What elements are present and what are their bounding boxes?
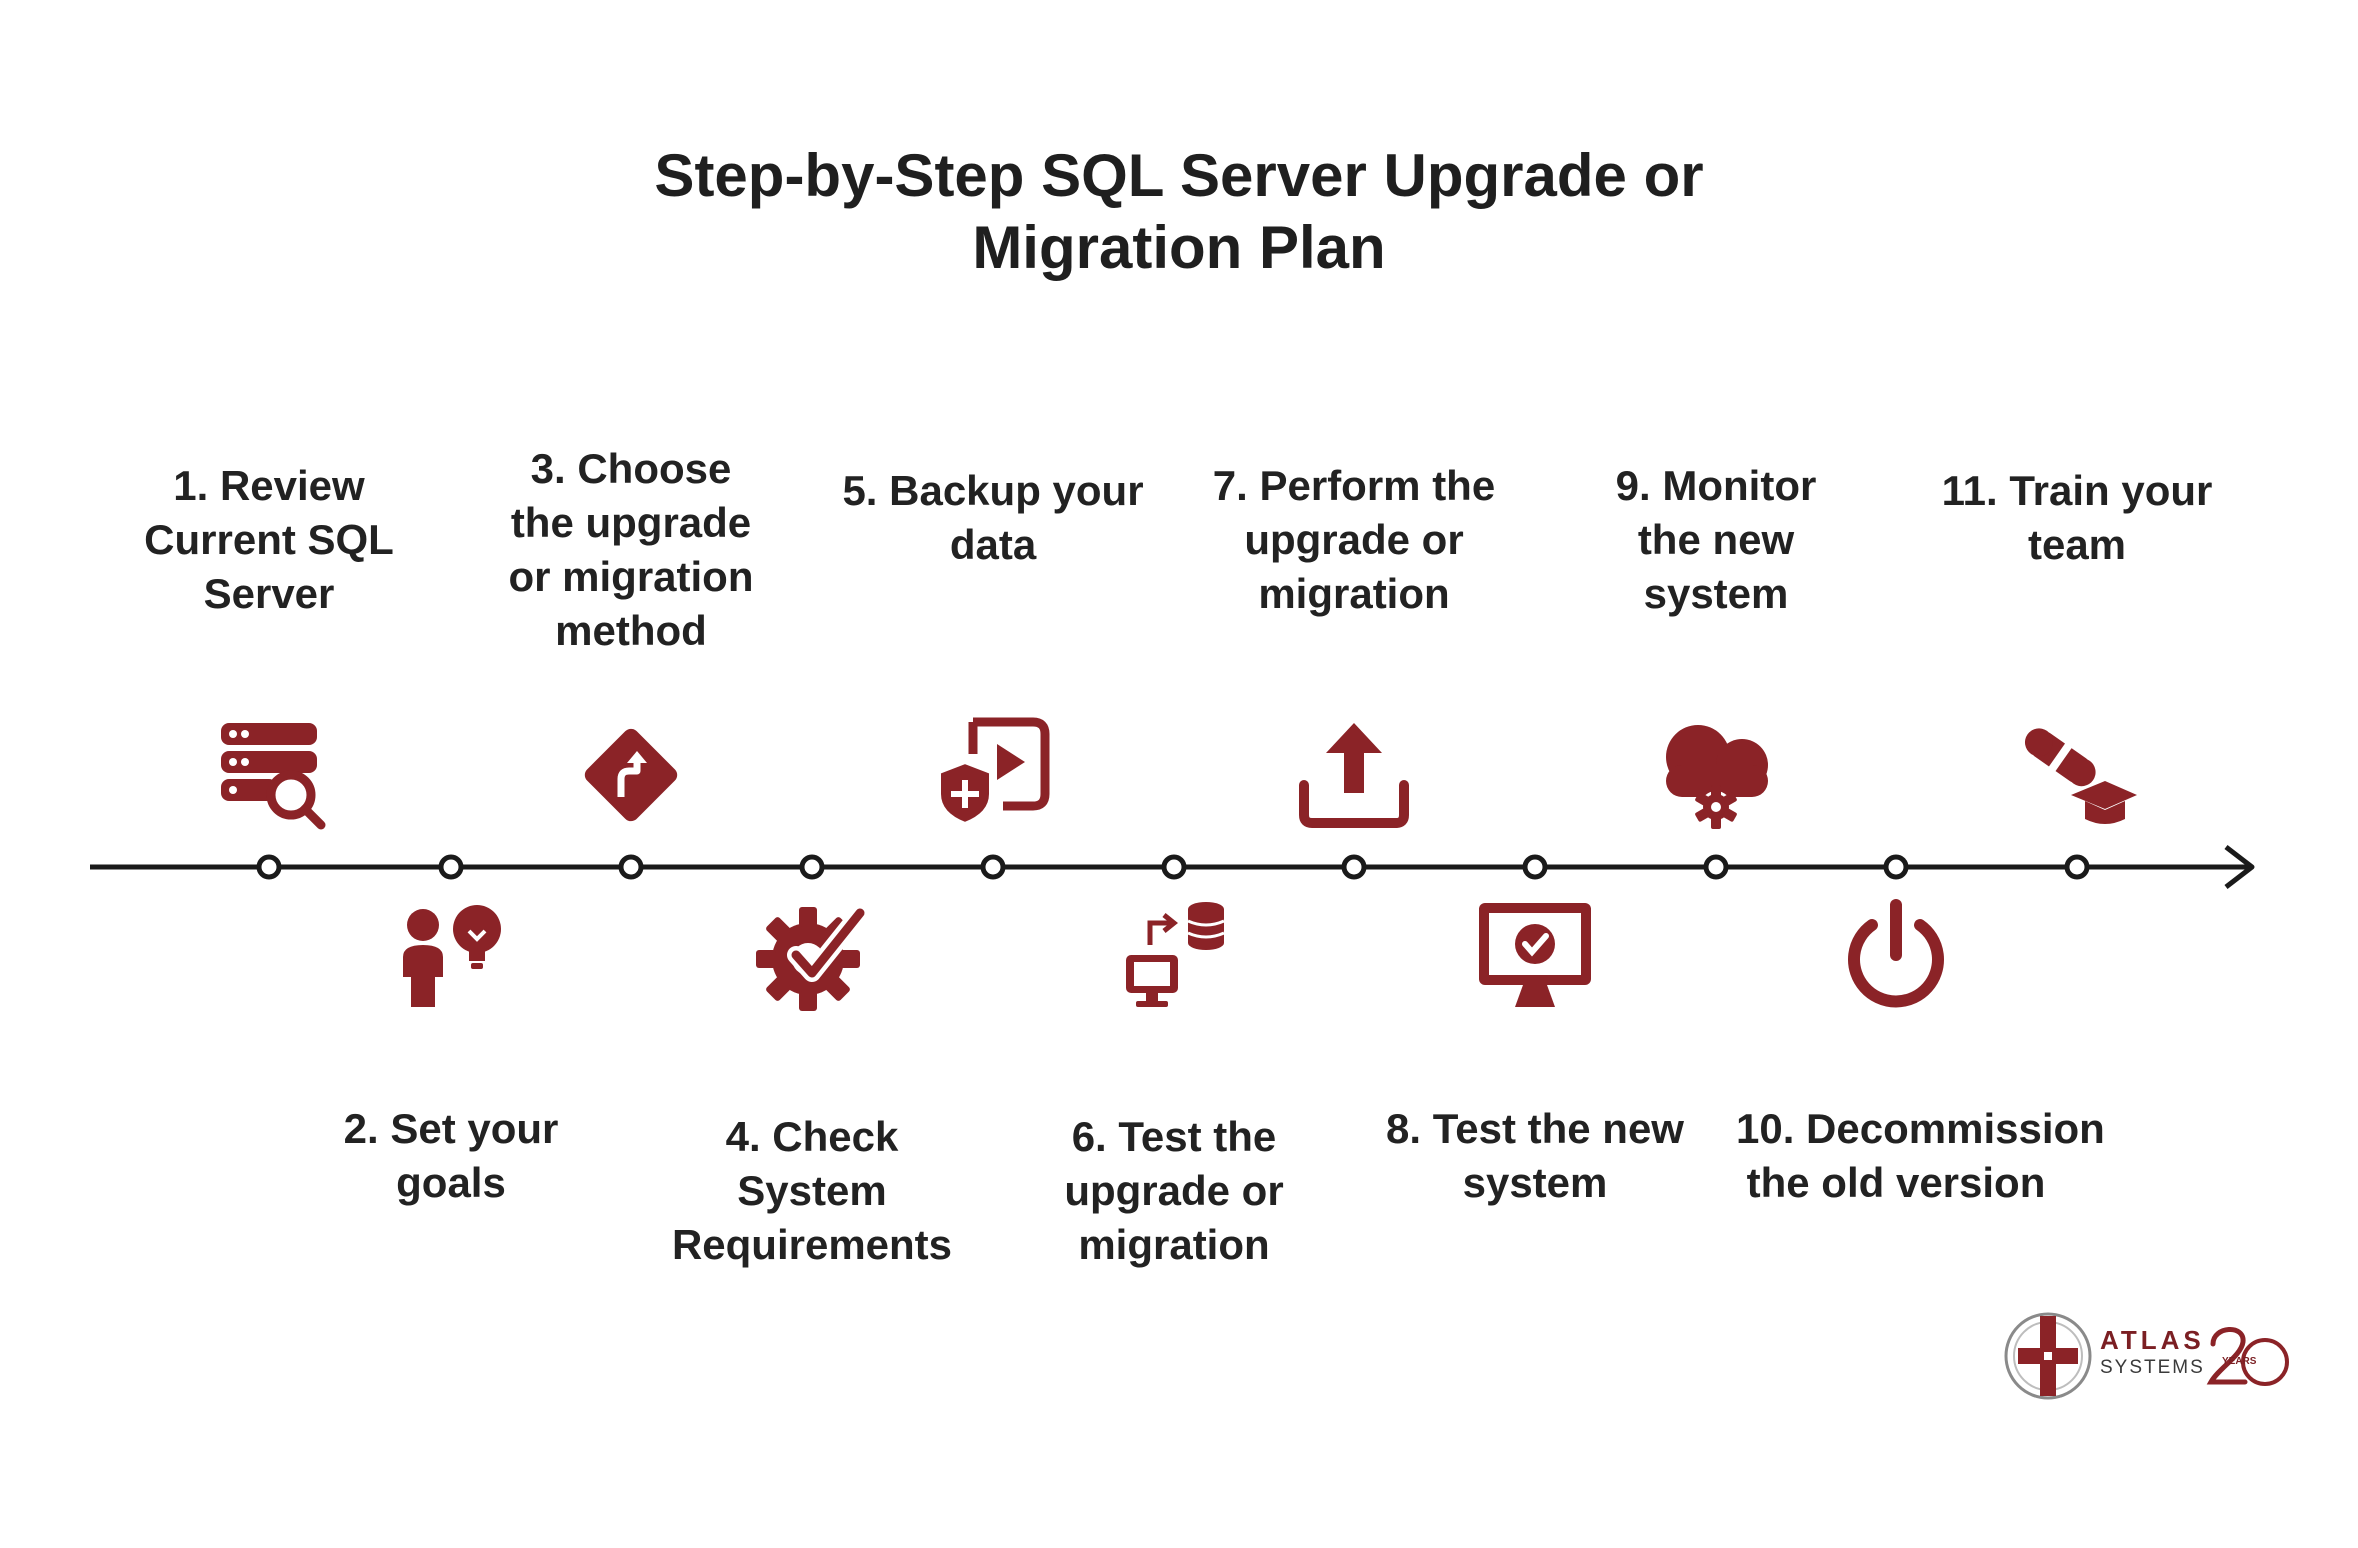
step-label-line: Current SQL: [144, 516, 394, 563]
step-label-6: 6. Test the upgrade or migration: [1014, 1110, 1334, 1272]
title-line-2: Migration Plan: [972, 214, 1386, 281]
step-label-line: 4. Check: [725, 1113, 899, 1160]
step-label-line: upgrade or: [1064, 1167, 1284, 1214]
monitor-check-icon: [1475, 895, 1595, 1015]
timeline-node-2: [438, 854, 464, 880]
step-label-2: 2. Set your goals: [291, 1102, 611, 1210]
timeline-node-10: [1883, 854, 1909, 880]
step-label-line: 7. Perform the: [1212, 462, 1496, 509]
timeline-node-3: [618, 854, 644, 880]
power-icon: [1836, 895, 1956, 1015]
step-label-line: or migration: [508, 553, 754, 600]
timeline-node-4: [799, 854, 825, 880]
title-line-1: Step-by-Step SQL Server Upgrade or: [654, 142, 1704, 209]
step-label-5: 5. Backup your data: [833, 464, 1153, 572]
step-label-8: 8. Test the new system: [1375, 1102, 1695, 1210]
step-label-line: 3. Choose: [530, 445, 732, 492]
timeline-node-11: [2064, 854, 2090, 880]
step-label-line: upgrade or: [1244, 516, 1464, 563]
logo-sub: SYSTEMS: [2100, 1357, 2205, 1378]
step-label-line: system: [1643, 570, 1789, 617]
person-lightbulb-icon: [391, 895, 511, 1015]
logo-20-mark: [2206, 1327, 2289, 1386]
database-search-icon: [209, 715, 329, 835]
timeline-node-7: [1341, 854, 1367, 880]
logo-text: ATLAS SYSTEMS: [2100, 1326, 2205, 1382]
timeline-arrowhead: [2224, 845, 2255, 889]
step-label-11: 11. Train your team: [1917, 464, 2237, 572]
timeline-node-9: [1703, 854, 1729, 880]
computer-database-icon: [1114, 895, 1234, 1015]
page-title: Step-by-Step SQL Server Upgrade or Migra…: [479, 140, 1879, 284]
step-label-line: goals: [396, 1159, 506, 1206]
backup-shield-icon: [933, 710, 1053, 830]
step-label-line: 11. Train your: [1941, 467, 2213, 514]
step-label-line: 6. Test the: [1071, 1113, 1277, 1160]
atlas-logo-icon: [2004, 1312, 2092, 1400]
step-label-line: migration: [1258, 570, 1450, 617]
step-label-line: method: [555, 607, 707, 654]
logo-years: YEARS: [2222, 1356, 2257, 1367]
step-label-line: Server: [203, 570, 335, 617]
route-sign-icon: [571, 715, 691, 835]
step-label-line: 9. Monitor: [1615, 462, 1817, 509]
upload-icon: [1294, 715, 1414, 835]
step-label-line: 2. Set your: [343, 1105, 559, 1152]
logo-name: ATLAS: [2100, 1325, 2205, 1355]
step-label-3: 3. Choose the upgrade or migration method: [471, 442, 791, 658]
step-label-line: data: [949, 521, 1037, 568]
step-label-line: Requirements: [671, 1221, 953, 1268]
gear-check-icon: [752, 895, 872, 1015]
timeline-node-5: [980, 854, 1006, 880]
step-label-line: migration: [1078, 1221, 1270, 1268]
timeline-node-1: [256, 854, 282, 880]
timeline-node-6: [1161, 854, 1187, 880]
step-label-9: 9. Monitor the new system: [1556, 459, 1876, 621]
step-label-line: 10. Decommission: [1736, 1105, 2105, 1152]
step-label-line: the upgrade: [510, 499, 752, 546]
step-label-line: system: [1462, 1159, 1608, 1206]
step-label-line: team: [2027, 521, 2127, 568]
step-label-line: the new: [1637, 516, 1795, 563]
step-label-line: the old version: [1746, 1159, 2046, 1206]
step-label-line: System: [737, 1167, 887, 1214]
step-label-line: 8. Test the new: [1386, 1105, 1684, 1152]
diploma-cap-icon: [2017, 715, 2137, 835]
timeline-node-8: [1522, 854, 1548, 880]
step-label-line: 5. Backup your: [842, 467, 1144, 514]
cloud-gear-icon: [1656, 715, 1776, 835]
step-label-10: 10. Decommission the old version: [1736, 1102, 2105, 1210]
step-label-line: 1. Review: [173, 462, 365, 509]
atlas-logo: ATLAS SYSTEMS YEARS: [2000, 1308, 2290, 1404]
step-label-7: 7. Perform the upgrade or migration: [1194, 459, 1514, 621]
